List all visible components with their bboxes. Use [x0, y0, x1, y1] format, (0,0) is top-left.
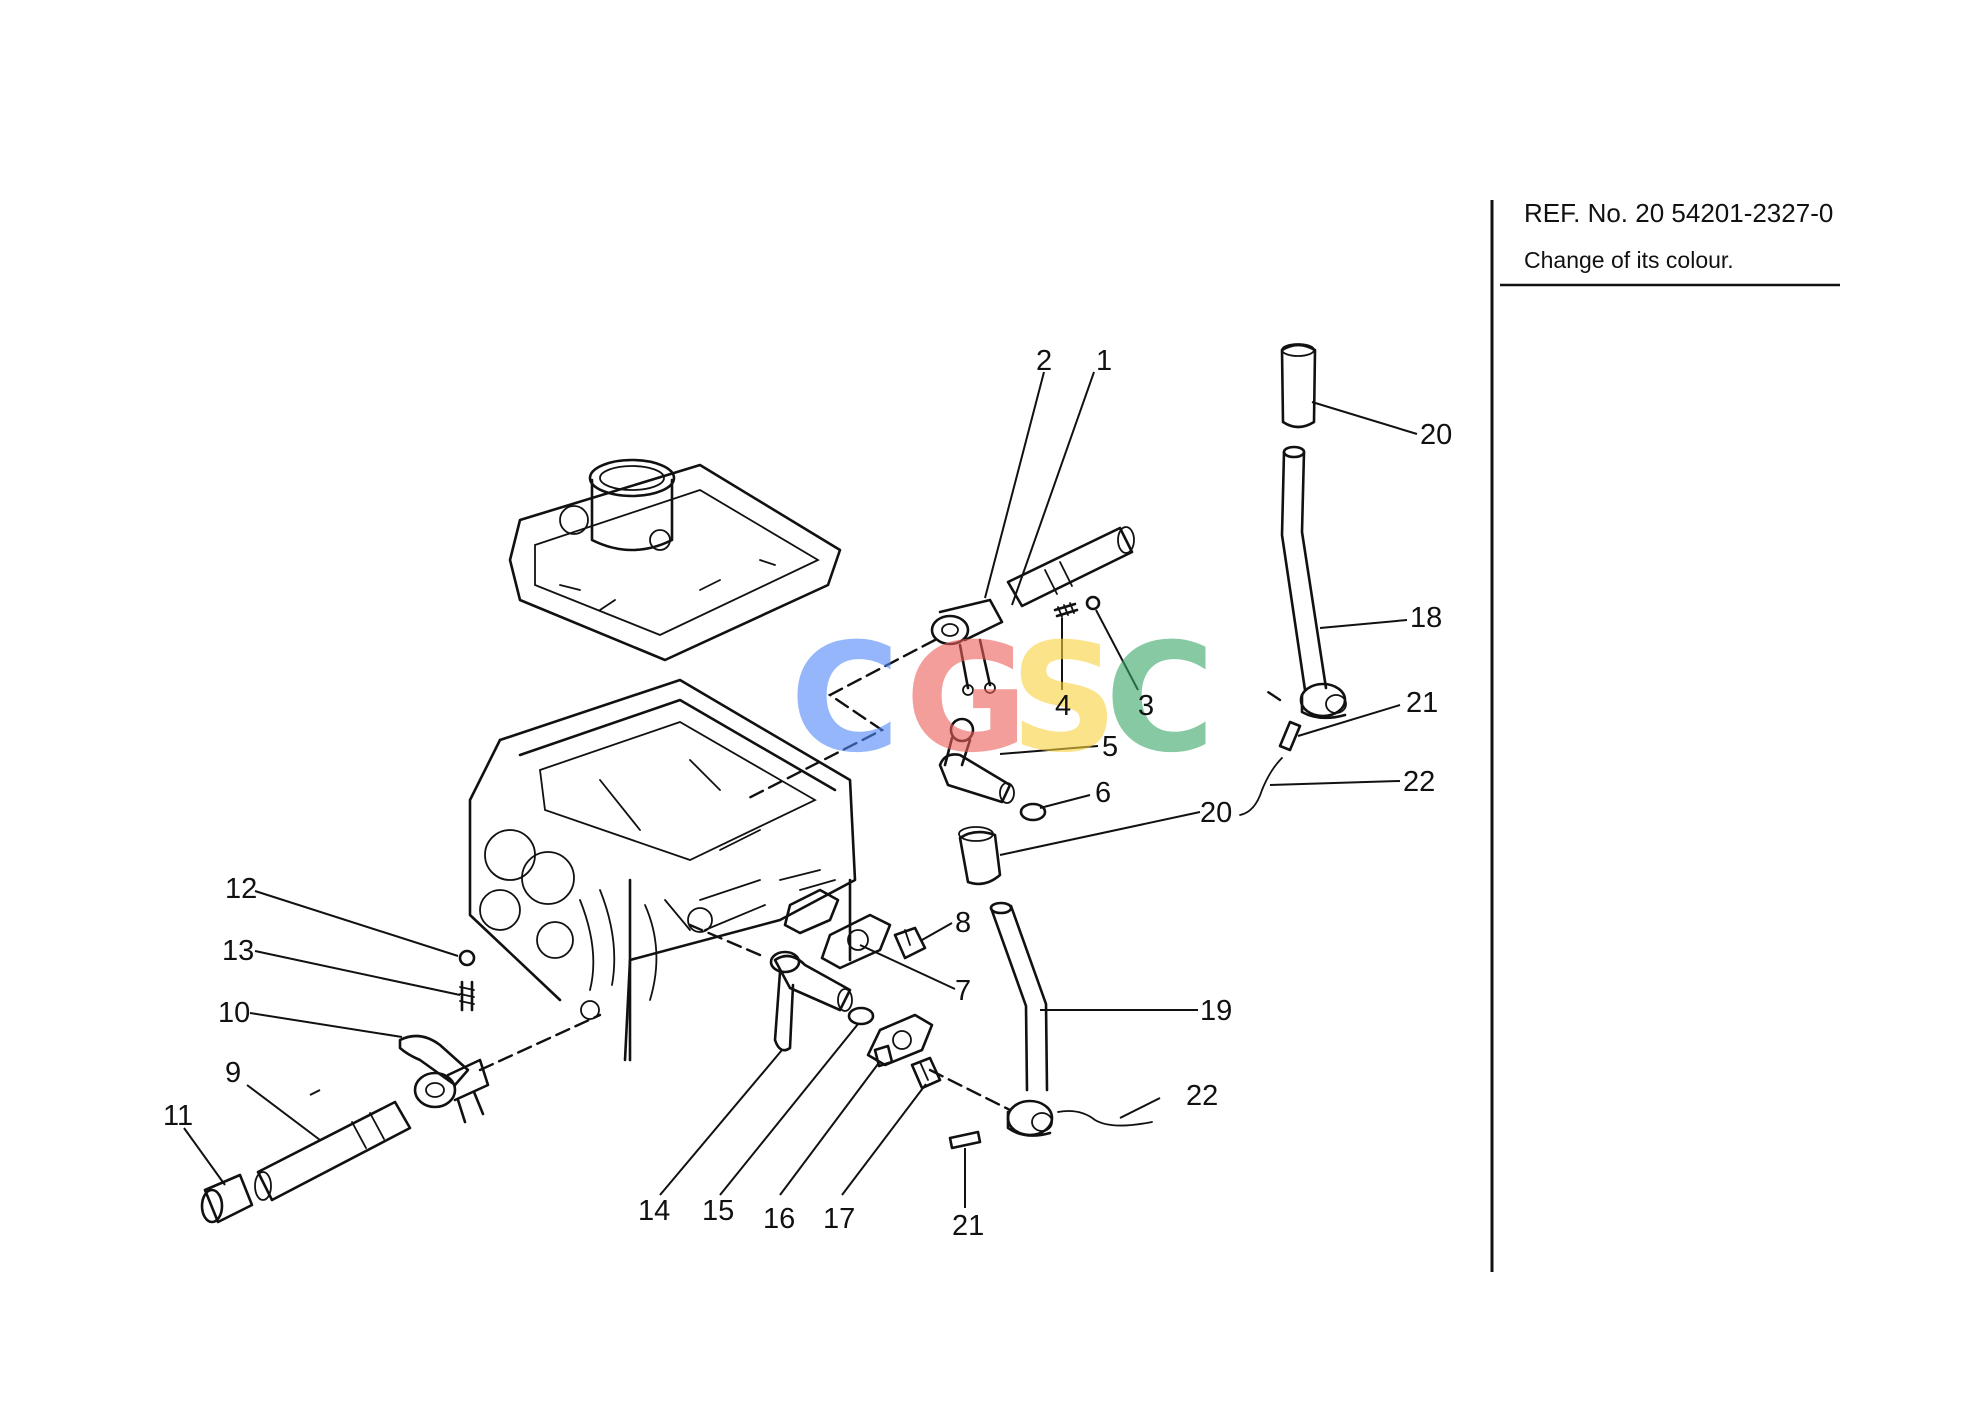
shift-fork-2 — [930, 598, 1004, 696]
callout-14: 14 — [638, 1195, 670, 1227]
shift-lever-18 — [1280, 445, 1347, 720]
wire-22-lower — [1057, 1110, 1153, 1127]
callout-3: 3 — [1138, 690, 1154, 722]
callout-16: 16 — [763, 1203, 795, 1235]
knob-20-lower — [958, 826, 1002, 886]
bolt-17 — [910, 1056, 942, 1090]
spring-13 — [459, 980, 475, 1012]
shift-fork-10 — [398, 1034, 490, 1124]
callout-13: 13 — [222, 935, 254, 967]
callout-20-lower: 20 — [1200, 797, 1232, 829]
callout-6: 6 — [1095, 777, 1111, 809]
callout-19: 19 — [1200, 995, 1232, 1027]
callout-21-upper: 21 — [1406, 687, 1438, 719]
watermark-letter-c1: C — [790, 612, 900, 786]
o-ring-15 — [847, 1006, 875, 1026]
knob-20-upper — [1280, 343, 1317, 429]
callout-22-upper: 22 — [1403, 766, 1435, 798]
cap-11 — [200, 1173, 254, 1224]
callout-11: 11 — [163, 1100, 193, 1132]
callout-5: 5 — [1102, 731, 1118, 763]
ref-number: REF. No. 20 54201-2327-0 — [1524, 198, 1833, 228]
watermark-letter-c2: C — [1105, 612, 1215, 786]
spring-pin-21-lower — [948, 1130, 982, 1150]
callout-4: 4 — [1055, 690, 1071, 722]
callout-18: 18 — [1410, 602, 1442, 634]
callout-20-upper: 20 — [1420, 419, 1452, 451]
callout-22-lower: 22 — [1186, 1080, 1218, 1112]
spring-pin-21-upper — [1278, 720, 1302, 752]
ball-3 — [1085, 595, 1101, 611]
callout-21-lower: 21 — [952, 1210, 984, 1242]
callout-10: 10 — [218, 997, 250, 1029]
callout-1: 1 — [1096, 345, 1112, 377]
shift-lever-19 — [989, 901, 1054, 1137]
ball-12 — [458, 949, 476, 967]
o-ring-6 — [1019, 802, 1047, 822]
shift-shaft-9 — [254, 1100, 412, 1202]
wire-22-upper — [1239, 757, 1283, 816]
transmission-cover — [508, 458, 842, 662]
plate-16 — [866, 1013, 934, 1068]
shift-arm-5 — [938, 717, 1015, 804]
callout-9: 9 — [225, 1057, 241, 1089]
ref-note: Change of its colour. — [1524, 247, 1734, 273]
callout-12: 12 — [225, 873, 257, 905]
spring-4 — [1053, 602, 1079, 618]
callout-2: 2 — [1036, 345, 1052, 377]
reference-panel: REF. No. 20 54201-2327-0 Change of its c… — [1490, 198, 1840, 1272]
watermark-letter-g: G — [905, 612, 1028, 786]
callout-8: 8 — [955, 907, 971, 939]
callout-17: 17 — [823, 1203, 855, 1235]
watermark-letter-s: S — [1010, 612, 1118, 786]
callout-labels: 1 2 3 4 5 6 7 8 9 10 11 12 13 14 15 16 1… — [163, 345, 1452, 1242]
gsc-watermark: C G S C — [790, 612, 1215, 786]
gasket-7 — [783, 888, 892, 970]
callout-15: 15 — [702, 1195, 734, 1227]
shift-shaft-1 — [1006, 526, 1135, 608]
bolt-8 — [893, 926, 927, 960]
callout-7: 7 — [955, 975, 971, 1007]
gearbox-case — [468, 678, 857, 1062]
leader-lines — [183, 371, 1418, 1208]
assembly-lines — [478, 638, 1282, 1112]
